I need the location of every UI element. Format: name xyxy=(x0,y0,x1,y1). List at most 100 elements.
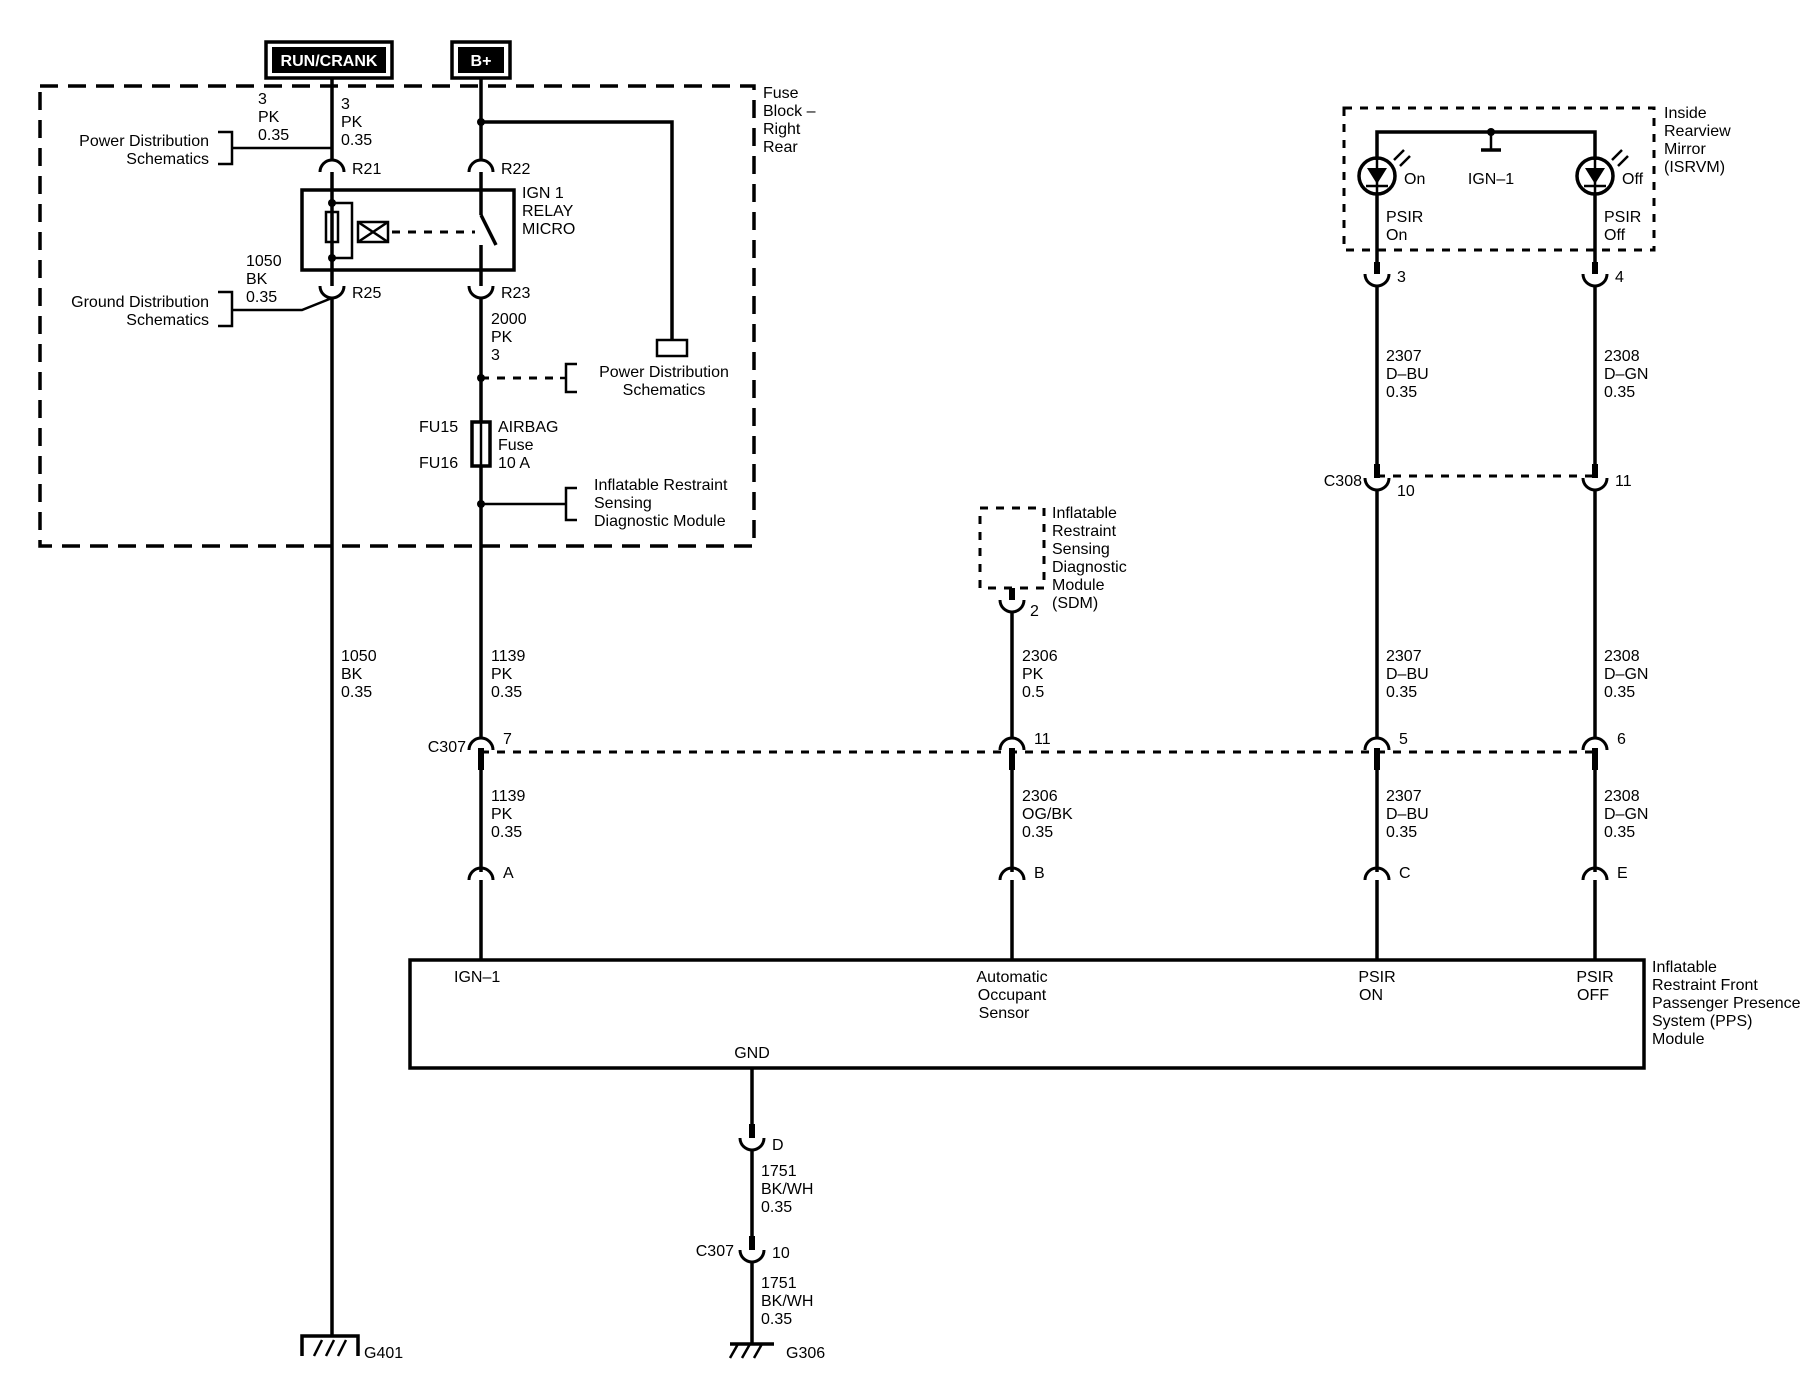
module-gnd-label: GND xyxy=(734,1045,770,1062)
sdm-label-3: Sensing xyxy=(1052,541,1110,558)
module-label-5: Module xyxy=(1652,1031,1705,1048)
relay-label-3: MICRO xyxy=(522,221,575,238)
wire-1050b-circuit: 1050 xyxy=(341,648,377,665)
relay-label-2: RELAY xyxy=(522,203,574,220)
pd-ref-line2: Schematics xyxy=(126,151,209,168)
fuse-block-label-3: Right xyxy=(763,121,801,138)
connector-c308: C308 xyxy=(1324,473,1362,490)
ground-g401-label: G401 xyxy=(364,1345,403,1362)
wire-1050a-gauge: 0.35 xyxy=(246,289,277,306)
pd2-ref-line1: Power Distribution xyxy=(599,364,729,381)
wire-2306a-gauge: 0.5 xyxy=(1022,684,1044,701)
wire-1139a-color: PK xyxy=(491,666,513,683)
wire-1050a-circuit: 1050 xyxy=(246,253,282,270)
ign1-relay xyxy=(300,188,516,272)
wire-3a-circuit: 3 xyxy=(258,91,267,108)
sdm-label-2: Restraint xyxy=(1052,523,1117,540)
wire-2308c-gauge: 0.35 xyxy=(1604,824,1635,841)
ground-g401-icon xyxy=(300,1334,360,1357)
wire-2000-circuit: 2000 xyxy=(491,311,527,328)
pin-4: 4 xyxy=(1615,269,1624,286)
wire-2307b-circuit: 2307 xyxy=(1386,648,1422,665)
wire-3b-circuit: 3 xyxy=(341,96,350,113)
module-aos-1: Automatic xyxy=(976,969,1047,986)
ground-g306-icon xyxy=(728,1342,774,1359)
mirror-psir-on-2: On xyxy=(1386,227,1407,244)
wire-3b-gauge: 0.35 xyxy=(341,132,372,149)
sdm-module-boundary xyxy=(978,506,1046,590)
sdm-label-4: Diagnostic xyxy=(1052,559,1127,576)
mirror-off-label: Off xyxy=(1622,171,1644,188)
module-label-1: Inflatable xyxy=(1652,959,1717,976)
connector-c307: C307 xyxy=(428,739,466,756)
c307-pin-5 xyxy=(1363,736,1391,770)
run-crank-supply: RUN/CRANK xyxy=(264,40,394,80)
pin-2: 2 xyxy=(1030,603,1039,620)
pin-11: 11 xyxy=(1034,731,1051,748)
run-crank-label: RUN/CRANK xyxy=(281,53,378,70)
wire-2307a-gauge: 0.35 xyxy=(1386,384,1417,401)
wire-2306b-color: OG/BK xyxy=(1022,806,1073,823)
module-psir-on-2: ON xyxy=(1359,987,1383,1004)
wire-1751b-circuit: 1751 xyxy=(761,1275,797,1292)
fuse-block-label-1: Fuse xyxy=(763,85,799,102)
terminal-r25: R25 xyxy=(352,285,381,302)
wire-2307b-color: D–BU xyxy=(1386,666,1429,683)
wire-1050b-gauge: 0.35 xyxy=(341,684,372,701)
pps-module xyxy=(408,958,1646,1070)
pin-6: 6 xyxy=(1617,731,1626,748)
irs-ref-line2: Sensing xyxy=(594,495,652,512)
wire-2306b-gauge: 0.35 xyxy=(1022,824,1053,841)
mirror-label-1: Inside xyxy=(1664,105,1707,122)
mirror-psir-off-1: PSIR xyxy=(1604,209,1641,226)
wire-1751b-color: BK/WH xyxy=(761,1293,813,1310)
terminal-r23: R23 xyxy=(501,285,530,302)
connector-c307b: C307 xyxy=(696,1243,734,1260)
wire-2000-color: PK xyxy=(491,329,513,346)
relay-label-1: IGN 1 xyxy=(522,185,564,202)
pin-10b: 10 xyxy=(772,1245,790,1262)
wire-2308b-gauge: 0.35 xyxy=(1604,684,1635,701)
wire-1050b-color: BK xyxy=(341,666,363,683)
mirror-psir-on-1: PSIR xyxy=(1386,209,1423,226)
wire-2307a-color: D–BU xyxy=(1386,366,1429,383)
c307-pin-7 xyxy=(467,736,495,770)
module-label-2: Restraint Front xyxy=(1652,977,1758,994)
pin-7: 7 xyxy=(503,731,512,748)
wire-1050a-color: BK xyxy=(246,271,268,288)
wire-2306b-circuit: 2306 xyxy=(1022,788,1058,805)
mirror-label-4: (ISRVM) xyxy=(1664,159,1725,176)
module-aos-2: Occupant xyxy=(978,987,1047,1004)
wire-2307b-gauge: 0.35 xyxy=(1386,684,1417,701)
fuse-fu16-label: FU16 xyxy=(419,455,458,472)
wire-2308c-color: D–GN xyxy=(1604,806,1648,823)
wire-2307c-gauge: 0.35 xyxy=(1386,824,1417,841)
wire-2307c-circuit: 2307 xyxy=(1386,788,1422,805)
pin-11b: 11 xyxy=(1615,473,1632,490)
module-label-3: Passenger Presence xyxy=(1652,995,1801,1012)
mirror-psir-off-2: Off xyxy=(1604,227,1626,244)
wire-2307a-circuit: 2307 xyxy=(1386,348,1422,365)
wire-2308a-gauge: 0.35 xyxy=(1604,384,1635,401)
pin-3: 3 xyxy=(1397,269,1406,286)
wire-1139a-gauge: 0.35 xyxy=(491,684,522,701)
gd-ref-line2: Schematics xyxy=(126,312,209,329)
isrvm-boundary xyxy=(1342,106,1656,252)
bplus-label: B+ xyxy=(471,53,492,70)
module-psir-off-2: OFF xyxy=(1577,987,1609,1004)
fuse-block-label-2: Block – xyxy=(763,103,816,120)
mirror-on-label: On xyxy=(1404,171,1425,188)
fuse-label-3: 10 A xyxy=(498,455,530,472)
fuse-label-2: Fuse xyxy=(498,437,534,454)
wire-2306a-circuit: 2306 xyxy=(1022,648,1058,665)
gd-ref-line1: Ground Distribution xyxy=(71,294,209,311)
pin-e: E xyxy=(1617,865,1628,882)
wire-3a-gauge: 0.35 xyxy=(258,127,289,144)
pin-5: 5 xyxy=(1399,731,1408,748)
wire-3b-color: PK xyxy=(341,114,363,131)
mirror-label-3: Mirror xyxy=(1664,141,1706,158)
wire-2307c-color: D–BU xyxy=(1386,806,1429,823)
pin-a: A xyxy=(503,865,514,882)
wire-2308b-color: D–GN xyxy=(1604,666,1648,683)
